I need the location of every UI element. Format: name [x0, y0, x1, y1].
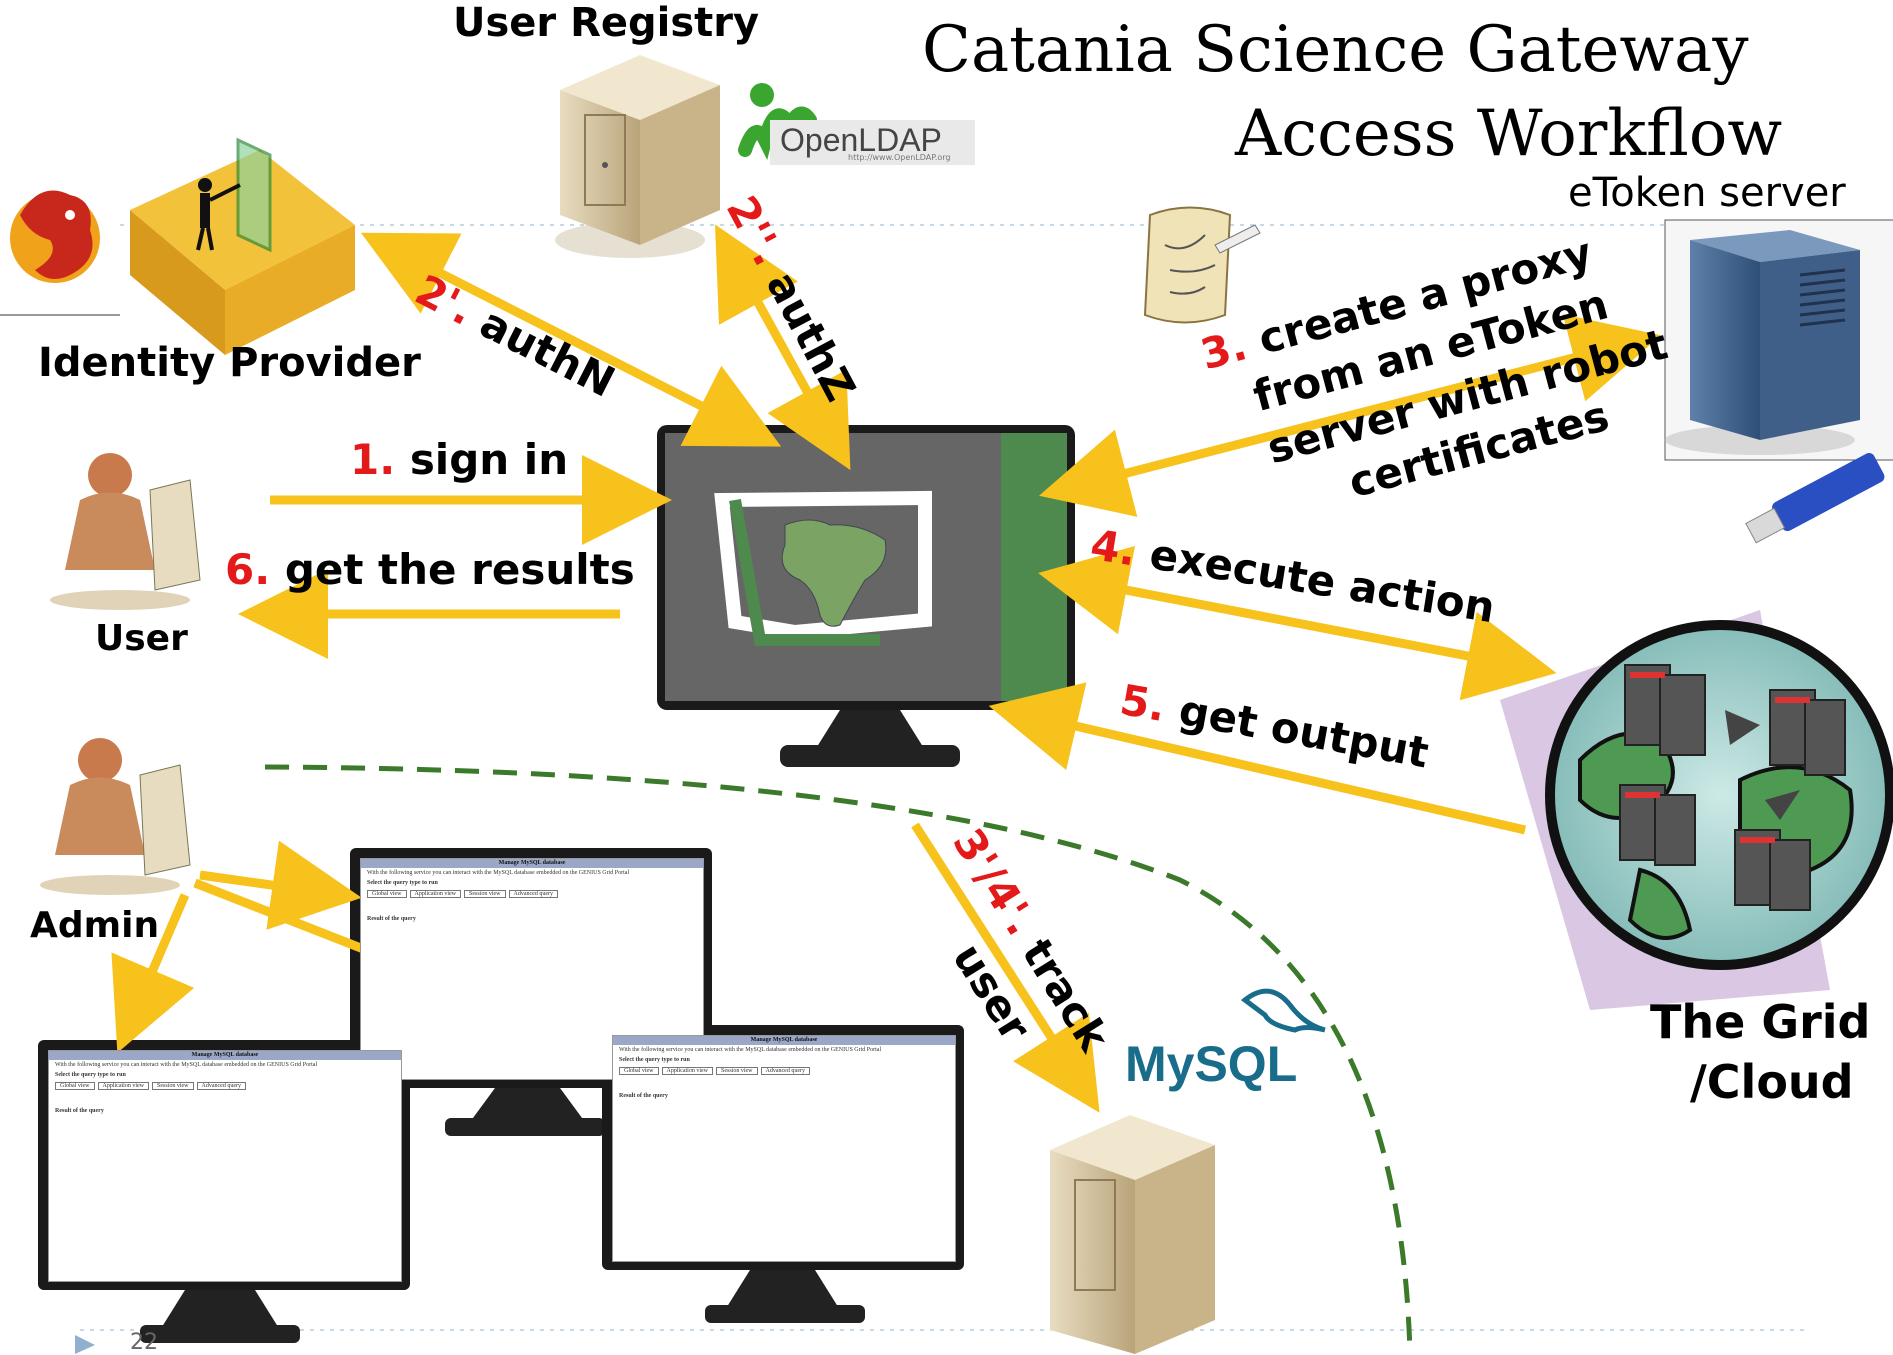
db-screen-2-header: Manage MySQL database [49, 1051, 401, 1060]
slide-number: 22 [130, 1330, 158, 1355]
db-screen-3-opt-session[interactable]: Session view [716, 1067, 758, 1075]
mysql-label: MySQL [1125, 1036, 1298, 1092]
arrow-admin-2 [111, 893, 195, 1053]
db-screen-3-header: Manage MySQL database [613, 1036, 955, 1045]
etoken-server-label: eToken server [1568, 170, 1846, 216]
etoken-server-icon [1664, 219, 1893, 461]
arrow-authz [714, 224, 851, 471]
arrow-create-proxy [1038, 314, 1662, 517]
title-line-2: Access Workflow [1235, 97, 1783, 171]
mysql-server-icon [1050, 1115, 1215, 1354]
db-screen-2-select: Select the query type to run [55, 1072, 126, 1078]
identity-provider-icon [130, 137, 355, 355]
admin-label: Admin [30, 905, 160, 946]
step-6-number: 6. [225, 545, 271, 594]
db-screen-2: Manage MySQL database With the following… [48, 1050, 402, 1282]
db-screen-2-opt-application[interactable]: Application view [97, 1082, 149, 1090]
grid-cloud-globe-icon [1500, 610, 1893, 1010]
step-1-number: 1. [350, 435, 396, 484]
gateway-monitor [657, 425, 1075, 767]
usb-token-icon [1745, 453, 1885, 544]
openldap-label: OpenLDAP [780, 122, 942, 158]
db-screen-2-opt-session[interactable]: Session view [152, 1082, 194, 1090]
db-screen-2-result: Result of the query [55, 1108, 104, 1114]
db-screen-1-opt-advanced[interactable]: Advanced query [508, 890, 558, 898]
db-screen-1-header: Manage MySQL database [361, 859, 703, 868]
db-screen-2-opt-global[interactable]: Global view [55, 1082, 95, 1090]
user-label: User [95, 618, 188, 659]
openldap-logo-icon [738, 83, 975, 165]
grid-label-1: The Grid [1650, 995, 1871, 1049]
arrow-execute-action [1038, 545, 1557, 701]
title-line-1: Catania Science Gateway [922, 13, 1749, 87]
db-screen-1-opt-session[interactable]: Session view [464, 890, 506, 898]
db-screen-1-opt-global[interactable]: Global view [367, 890, 407, 898]
db-screen-3-result: Result of the query [619, 1093, 668, 1099]
arrow-admin-1 [199, 840, 362, 930]
openldap-url: http://www.OpenLDAP.org [848, 153, 951, 162]
mysql-dolphin-icon [1240, 988, 1326, 1033]
step-5-number: 5. [1116, 675, 1170, 732]
workflow-arrows [111, 224, 1662, 1113]
grid-label-2: /Cloud [1690, 1055, 1854, 1109]
db-screen-1-result: Result of the query [367, 916, 416, 922]
step-1-label: 1. sign in [350, 435, 568, 484]
user-registry-server-icon [555, 55, 720, 258]
db-screen-1-intro: With the following service you can inter… [367, 870, 630, 876]
db-screen-3-intro: With the following service you can inter… [619, 1047, 882, 1053]
user-registry-label: User Registry [453, 0, 760, 46]
shibboleth-logo-icon [10, 190, 100, 283]
db-screen-3-opt-advanced[interactable]: Advanced query [760, 1067, 810, 1075]
identity-provider-label: Identity Provider [38, 340, 421, 386]
monitor-side-panel [1001, 433, 1067, 701]
db-screen-3-select: Select the query type to run [619, 1057, 690, 1063]
db-screen-3: Manage MySQL database With the following… [612, 1035, 956, 1262]
step-6-label: 6. get the results [225, 545, 635, 594]
db-screen-1-select: Select the query type to run [367, 880, 438, 886]
db-screen-2-intro: With the following service you can inter… [55, 1062, 318, 1068]
arrow-track-user [911, 822, 1100, 1113]
user-person-icon [50, 453, 201, 610]
step-1-text: sign in [409, 435, 569, 484]
db-screen-2-opt-advanced[interactable]: Advanced query [196, 1082, 246, 1090]
boundary-dashed-line [264, 764, 1413, 1354]
admin-person-icon [40, 738, 191, 895]
arrow-authn [360, 232, 782, 447]
step-4-number: 4. [1087, 520, 1140, 576]
db-screen-1-opt-application[interactable]: Application view [409, 890, 461, 898]
db-screen-3-opt-global[interactable]: Global view [619, 1067, 659, 1075]
arrow-get-output [988, 682, 1527, 835]
db-screen-3-opt-application[interactable]: Application view [661, 1067, 713, 1075]
step-6-text: get the results [284, 545, 635, 594]
